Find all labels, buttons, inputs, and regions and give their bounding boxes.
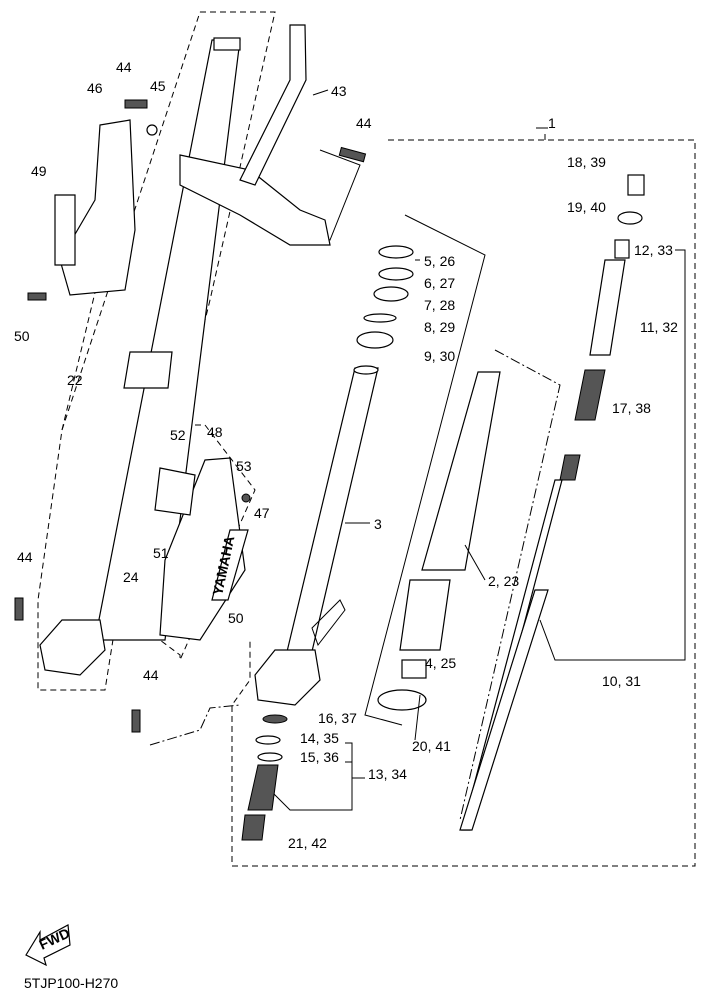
bracket-2: [459, 349, 561, 821]
callout: 4, 25: [425, 655, 456, 671]
part-14: [255, 735, 281, 745]
bolt-44: [131, 709, 141, 733]
callout: 8, 29: [424, 319, 455, 335]
callout: 47: [254, 505, 270, 521]
decal-49: [54, 194, 76, 266]
leader: [464, 544, 486, 581]
callout: 12, 33: [634, 242, 673, 258]
callout: 49: [31, 163, 47, 179]
bolt-18: [627, 174, 645, 196]
callout: 24: [123, 569, 139, 585]
callout: 44: [116, 59, 132, 75]
nut-53: [241, 493, 251, 503]
bolt-44: [124, 99, 148, 109]
valve-13: [247, 764, 279, 811]
damper-lower: [399, 579, 451, 651]
callout: 43: [331, 83, 347, 99]
collar-12: [614, 239, 630, 259]
callout: 16, 37: [318, 710, 357, 726]
upper-bracket: [179, 154, 331, 246]
guard-bracket-52: [154, 467, 196, 516]
bolt-44: [338, 146, 367, 163]
callout: 46: [87, 80, 103, 96]
rod-body: [459, 589, 549, 831]
collar-4: [401, 659, 427, 679]
seal-20: [377, 689, 427, 711]
spring-11: [589, 259, 626, 356]
washer: [363, 313, 397, 323]
callout: 48: [207, 424, 223, 440]
part-19: [617, 211, 643, 225]
leader: [312, 89, 329, 96]
fork-seal-ring: [123, 351, 173, 389]
tube-top: [353, 365, 379, 375]
callout: 53: [236, 458, 252, 474]
fwd-arrow-icon: FWD: [25, 924, 72, 967]
stopper-ring: [378, 267, 414, 281]
decal-47: [211, 529, 249, 601]
callout: 45: [150, 78, 166, 94]
fork-guard-upper: [59, 119, 136, 296]
callout: 1: [548, 115, 556, 131]
fork-assembly-box-22: [37, 11, 276, 691]
callout: 20, 41: [412, 738, 451, 754]
callout: 3: [374, 516, 382, 532]
spring-17: [574, 369, 606, 421]
o-ring-16: [262, 714, 288, 724]
bracket-5-9: [364, 214, 486, 726]
callout: 21, 42: [288, 835, 327, 851]
leader: [414, 694, 421, 741]
diagram-code: 5TJP100-H270: [24, 975, 118, 991]
cap-bolt-left: [213, 37, 241, 51]
callout: 44: [356, 115, 372, 131]
bolt-44: [14, 597, 24, 621]
inner-tube: [284, 367, 379, 661]
bracket-13: [264, 742, 353, 811]
callout-labels: 1 18, 39 19, 40 12, 33 11, 32 17, 38 5, …: [14, 59, 678, 851]
callout: 13, 34: [368, 766, 407, 782]
callout: 6, 27: [424, 275, 455, 291]
fork-assembly-box-1: [231, 139, 696, 867]
callout: 9, 30: [424, 348, 455, 364]
dust-seal: [378, 245, 414, 259]
oil-seal: [373, 286, 409, 302]
callout: 44: [17, 549, 33, 565]
callout: 5, 26: [424, 253, 455, 269]
callout: 7, 28: [424, 297, 455, 313]
brake-hose-guide: [311, 599, 346, 647]
axle-bracket-right: [254, 649, 321, 706]
part-21: [241, 814, 266, 841]
callout: 22: [67, 372, 83, 388]
steering-stem: [239, 24, 307, 186]
o-ring-15: [257, 752, 283, 762]
callout: 19, 40: [567, 199, 606, 215]
bushing: [356, 331, 394, 349]
callout: 17, 38: [612, 400, 651, 416]
callout: 18, 39: [567, 154, 606, 170]
axle-bracket-left: [39, 619, 106, 676]
callout: 50: [14, 328, 30, 344]
callout: 52: [170, 427, 186, 443]
callout: 14, 35: [300, 730, 339, 746]
bolt-50: [27, 292, 47, 301]
spring-small: [559, 454, 581, 481]
axle-line: [149, 704, 241, 746]
callout: 50: [228, 610, 244, 626]
clamp-45: [146, 124, 158, 136]
callout: 51: [153, 545, 169, 561]
callout: 15, 36: [300, 749, 339, 765]
callout: 2, 23: [488, 573, 519, 589]
damper-cylinder: [421, 371, 501, 571]
callout: 10, 31: [602, 673, 641, 689]
callout: 11, 32: [640, 319, 678, 335]
callout: 44: [143, 667, 159, 683]
bracket-10: [539, 249, 686, 661]
